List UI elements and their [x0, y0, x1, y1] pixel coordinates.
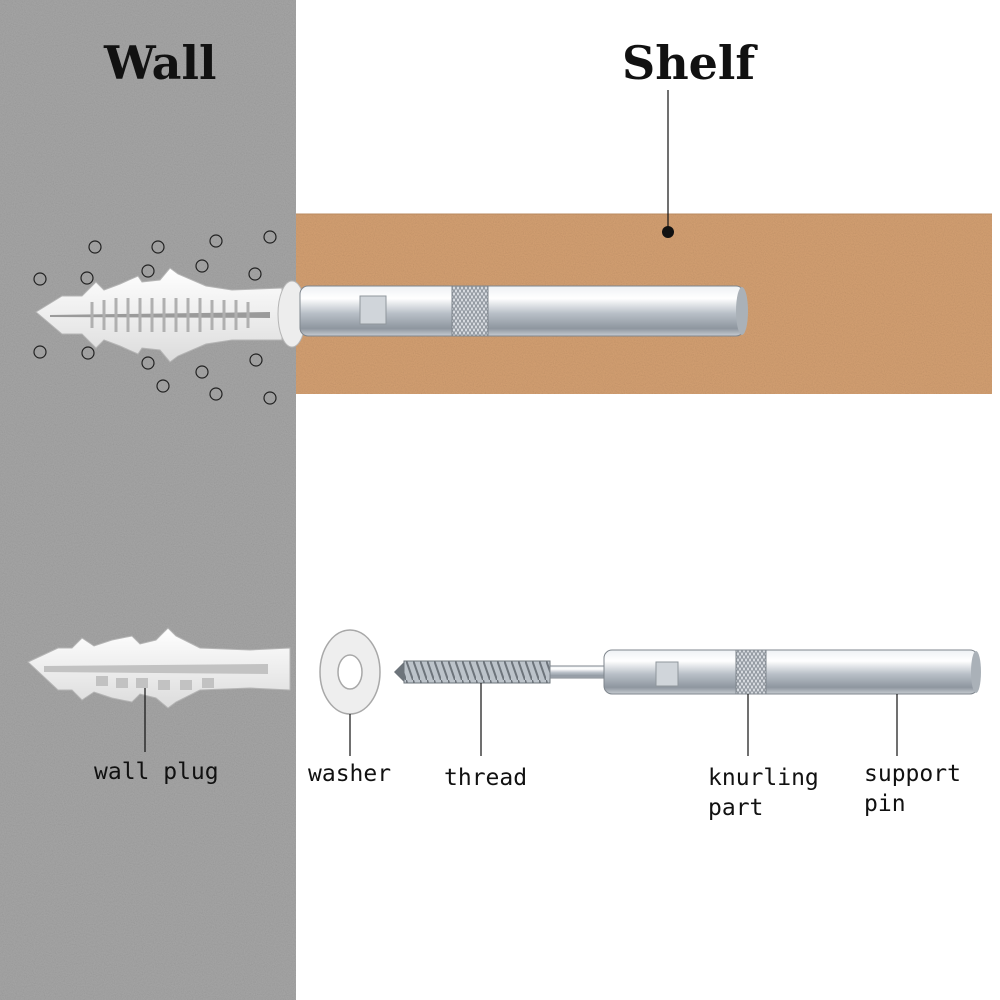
- expansion-circles: [33, 230, 277, 405]
- installed-wall-plug: [35, 267, 307, 363]
- thread-label: thread: [444, 765, 528, 791]
- knurling-label-line2: part: [708, 795, 764, 821]
- wall-area: [0, 0, 296, 1000]
- installed-support-pin: [299, 285, 748, 337]
- leader-lines: [144, 683, 898, 756]
- knurling-label-line1: knurling: [708, 765, 819, 791]
- washer-part: [319, 629, 381, 715]
- wall-heading: Wall: [104, 36, 217, 90]
- wall-plug-label: wall plug: [94, 759, 219, 785]
- support-pin-label-line2: pin: [864, 791, 906, 817]
- support-pin-part: [394, 649, 981, 695]
- shelf-leader-dot: [662, 226, 674, 238]
- washer-label: washer: [308, 761, 392, 787]
- wall-plug-part: [27, 627, 291, 709]
- support-pin-label-line1: support: [864, 761, 961, 787]
- shelf-heading: Shelf: [622, 36, 756, 90]
